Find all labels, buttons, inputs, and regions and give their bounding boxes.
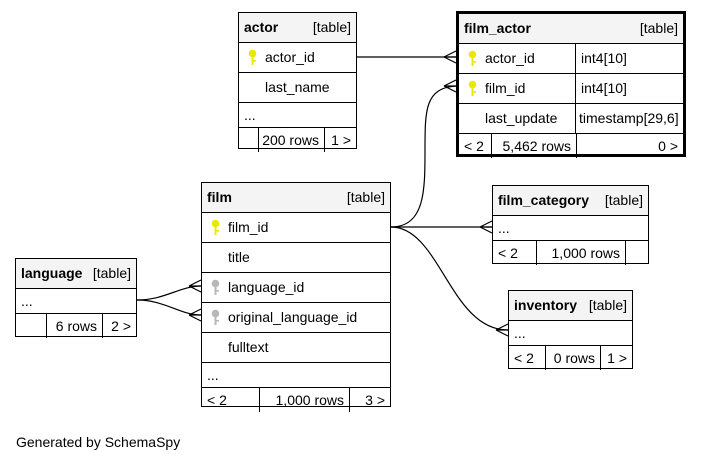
footer-parents: < 2	[207, 392, 227, 408]
edge-film-film-actor	[390, 85, 457, 228]
footer-row-count: 1,000 rows	[536, 241, 625, 265]
crowfoot-inventory	[495, 323, 509, 337]
table-tag: [table]	[346, 189, 385, 205]
footer-children: 0 >	[576, 134, 683, 158]
column-name: last_update	[485, 110, 558, 126]
column-row[interactable]: original_language_id	[202, 302, 390, 332]
table-footer: < 2 1,000 rows	[493, 240, 648, 265]
table-name: language	[21, 265, 83, 281]
crowfoot-film-category	[479, 220, 493, 234]
column-row[interactable]: actor_id int4[10]	[459, 43, 683, 73]
table-header: language [table]	[16, 259, 136, 288]
column-name: actor_id	[265, 49, 315, 65]
footer-row-count: 1,000 rows	[259, 388, 349, 412]
primary-key-icon	[468, 80, 477, 96]
ellipsis-row: ...	[202, 362, 390, 387]
table-name: film	[207, 189, 232, 205]
footer-row-count: 0 rows	[545, 346, 600, 370]
column-row[interactable]: film_id	[202, 212, 390, 242]
edge-film-inventory	[390, 226, 509, 331]
table-tag: [table]	[639, 20, 678, 36]
table-header: film_actor [table]	[459, 14, 683, 43]
table-name: inventory	[514, 297, 578, 313]
column-row[interactable]: title	[202, 242, 390, 272]
column-row[interactable]: last_name	[239, 72, 356, 102]
table-header: actor [table]	[239, 13, 356, 42]
column-name: language_id	[228, 279, 305, 295]
table-footer: < 2 5,462 rows 0 >	[459, 133, 683, 158]
ellipsis: ...	[207, 367, 219, 383]
column-name: last_name	[265, 79, 330, 95]
table-name: film_category	[498, 192, 590, 208]
footer-row-count: 200 rows	[258, 128, 324, 152]
column-name: film_id	[485, 80, 526, 96]
generated-by-text: Generated by SchemaSpy	[16, 434, 181, 450]
ellipsis-row: ...	[509, 320, 632, 345]
crowfoot-film-language-id	[188, 279, 202, 293]
footer-parents: < 2	[498, 245, 518, 261]
ellipsis: ...	[244, 107, 256, 123]
footer-parents	[16, 314, 46, 338]
footer-children	[625, 241, 648, 265]
primary-key-icon	[248, 49, 257, 65]
column-row[interactable]: actor_id	[239, 42, 356, 72]
ellipsis: ...	[21, 293, 33, 309]
footer-parents: < 2	[464, 138, 484, 154]
table-header: film [table]	[202, 183, 390, 212]
primary-key-icon	[468, 50, 477, 66]
primary-key-icon	[211, 219, 220, 235]
column-type: int4[10]	[575, 74, 683, 103]
table-tag: [table]	[92, 265, 131, 281]
table-header: inventory [table]	[509, 291, 632, 320]
column-row[interactable]: film_id int4[10]	[459, 73, 683, 103]
table-tag: [table]	[604, 192, 643, 208]
table-language[interactable]: language [table] ... 6 rows 2 >	[15, 258, 137, 338]
footer-row-count: 5,462 rows	[491, 134, 576, 158]
foreign-key-icon	[211, 279, 220, 295]
column-name: original_language_id	[228, 309, 358, 325]
edge-language-film-2	[136, 299, 202, 316]
footer-children: 2 >	[102, 314, 136, 338]
table-inventory[interactable]: inventory [table] ... < 2 0 rows 1 >	[508, 290, 633, 370]
edge-language-film-1	[136, 285, 202, 301]
table-footer: 6 rows 2 >	[16, 313, 136, 338]
table-footer: < 2 0 rows 1 >	[509, 345, 632, 370]
table-tag: [table]	[312, 19, 351, 35]
table-tag: [table]	[588, 297, 627, 313]
column-type: timestamp[29,6]	[575, 104, 683, 133]
column-row[interactable]: fulltext	[202, 332, 390, 362]
table-film[interactable]: film [table] film_id title language_id o…	[201, 182, 391, 412]
column-row[interactable]: language_id	[202, 272, 390, 302]
table-footer: < 2 1,000 rows 3 >	[202, 387, 390, 412]
ellipsis: ...	[498, 220, 510, 236]
foreign-key-icon	[211, 309, 220, 325]
table-film-actor[interactable]: film_actor [table] actor_id int4[10] fil…	[456, 11, 686, 158]
footer-parents	[239, 128, 258, 152]
footer-row-count: 6 rows	[46, 314, 102, 338]
crowfoot-film-actor-actor-id	[443, 50, 457, 64]
table-name: film_actor	[464, 20, 531, 36]
ellipsis-row: ...	[239, 102, 356, 127]
crowfoot-film-actor-film-id	[443, 79, 457, 93]
crowfoot-film-original-language-id	[188, 308, 202, 322]
ellipsis-row: ...	[16, 288, 136, 313]
footer-parents: < 2	[514, 350, 534, 366]
footer-children: 1 >	[600, 346, 632, 370]
footer-children: 3 >	[349, 388, 390, 412]
table-actor[interactable]: actor [table] actor_id last_name ... 200…	[238, 12, 357, 152]
column-type: int4[10]	[575, 44, 683, 73]
table-name: actor	[244, 19, 279, 35]
column-name: actor_id	[485, 50, 535, 66]
table-header: film_category [table]	[493, 186, 648, 215]
table-film-category[interactable]: film_category [table] ... < 2 1,000 rows	[492, 185, 649, 265]
ellipsis-row: ...	[493, 215, 648, 240]
column-name: fulltext	[228, 339, 269, 355]
ellipsis: ...	[514, 325, 526, 341]
column-name: title	[228, 249, 250, 265]
table-footer: 200 rows 1 >	[239, 127, 356, 152]
column-name: film_id	[228, 219, 269, 235]
column-row[interactable]: last_update timestamp[29,6]	[459, 103, 683, 133]
footer-children: 1 >	[324, 128, 356, 152]
